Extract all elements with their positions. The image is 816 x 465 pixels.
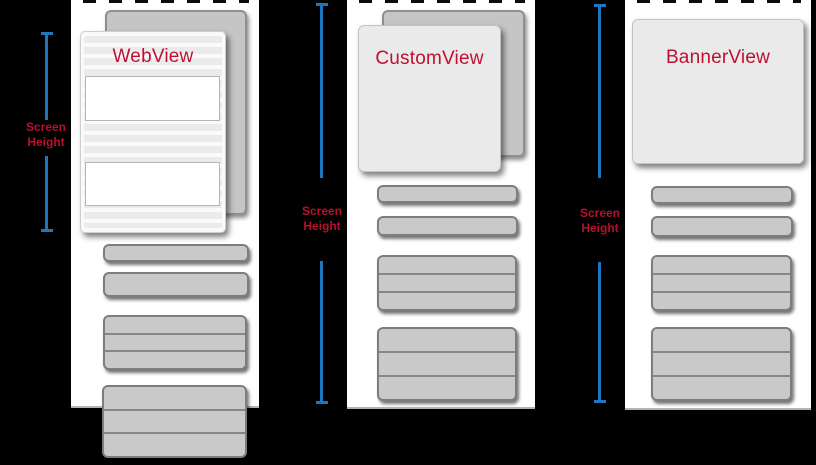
- screen-top-dashed-edge: [637, 0, 801, 3]
- measure-cap-bottom: [316, 401, 328, 404]
- measure-line-lower: [45, 156, 48, 230]
- measure-cap-bottom: [41, 229, 53, 232]
- screen-top-dashed-edge: [83, 0, 249, 3]
- placeholder-row: [379, 375, 515, 399]
- measure-line-upper: [598, 5, 601, 178]
- phone-screen-webview: WebView: [71, 0, 259, 458]
- measure-label: Screen Height: [290, 204, 354, 234]
- measure-label-line1: Screen: [301, 204, 343, 218]
- placeholder-row: [379, 351, 515, 375]
- measure-label-line2: Height: [581, 221, 619, 235]
- measure-label-line2: Height: [27, 135, 65, 149]
- placeholder-row: [103, 244, 249, 262]
- placeholder-row: [105, 317, 245, 333]
- placeholder-row: [377, 185, 518, 203]
- placeholder-row: [105, 332, 245, 351]
- measure-line-upper: [320, 4, 323, 178]
- placeholder-row-group: [377, 327, 517, 401]
- placeholder-row: [104, 432, 245, 456]
- measure-label-line2: Height: [303, 219, 341, 233]
- webview-ad-card: WebView: [80, 31, 226, 233]
- placeholder-row-group-overflow: [102, 385, 247, 458]
- placeholder-row: [651, 186, 793, 204]
- measure-label: Screen Height: [568, 206, 632, 236]
- measure-line-lower: [320, 261, 323, 402]
- customview-title: CustomView: [375, 48, 484, 69]
- placeholder-row: [653, 273, 790, 291]
- placeholder-row: [379, 257, 515, 273]
- measure-line-lower: [598, 262, 601, 401]
- phone-screen-bannerview: BannerView: [625, 0, 811, 410]
- placeholder-row: [379, 329, 515, 351]
- placeholder-row-group: [377, 255, 517, 311]
- measure-cap-bottom: [594, 400, 606, 403]
- placeholder-row: [104, 387, 245, 409]
- placeholder-row: [379, 273, 515, 291]
- measure-label-line1: Screen: [25, 120, 67, 134]
- placeholder-row: [103, 272, 249, 297]
- placeholder-row-group: [103, 315, 247, 370]
- placeholder-row: [653, 375, 790, 399]
- placeholder-row: [653, 291, 790, 309]
- measure-line-upper: [45, 33, 48, 120]
- bannerview-title: BannerView: [665, 47, 771, 68]
- placeholder-row: [377, 216, 518, 236]
- measure-label: Screen Height: [14, 120, 78, 150]
- placeholder-row-group: [651, 327, 792, 401]
- placeholder-row-group: [651, 255, 792, 311]
- placeholder-row: [653, 351, 790, 375]
- bannerview-ad-card: BannerView: [632, 19, 804, 164]
- content-placeholder-box: [85, 162, 220, 206]
- placeholder-row: [653, 257, 790, 273]
- measure-label-line1: Screen: [579, 206, 621, 220]
- content-placeholder-box: [85, 76, 220, 121]
- webview-title: WebView: [112, 46, 194, 67]
- placeholder-row: [651, 216, 793, 237]
- customview-ad-card: CustomView: [358, 25, 501, 172]
- placeholder-row: [105, 350, 245, 368]
- placeholder-row: [104, 408, 245, 433]
- phone-screen-customview: CustomView: [347, 0, 535, 409]
- screen-top-dashed-edge: [359, 0, 525, 3]
- placeholder-row: [379, 291, 515, 309]
- placeholder-row: [653, 329, 790, 351]
